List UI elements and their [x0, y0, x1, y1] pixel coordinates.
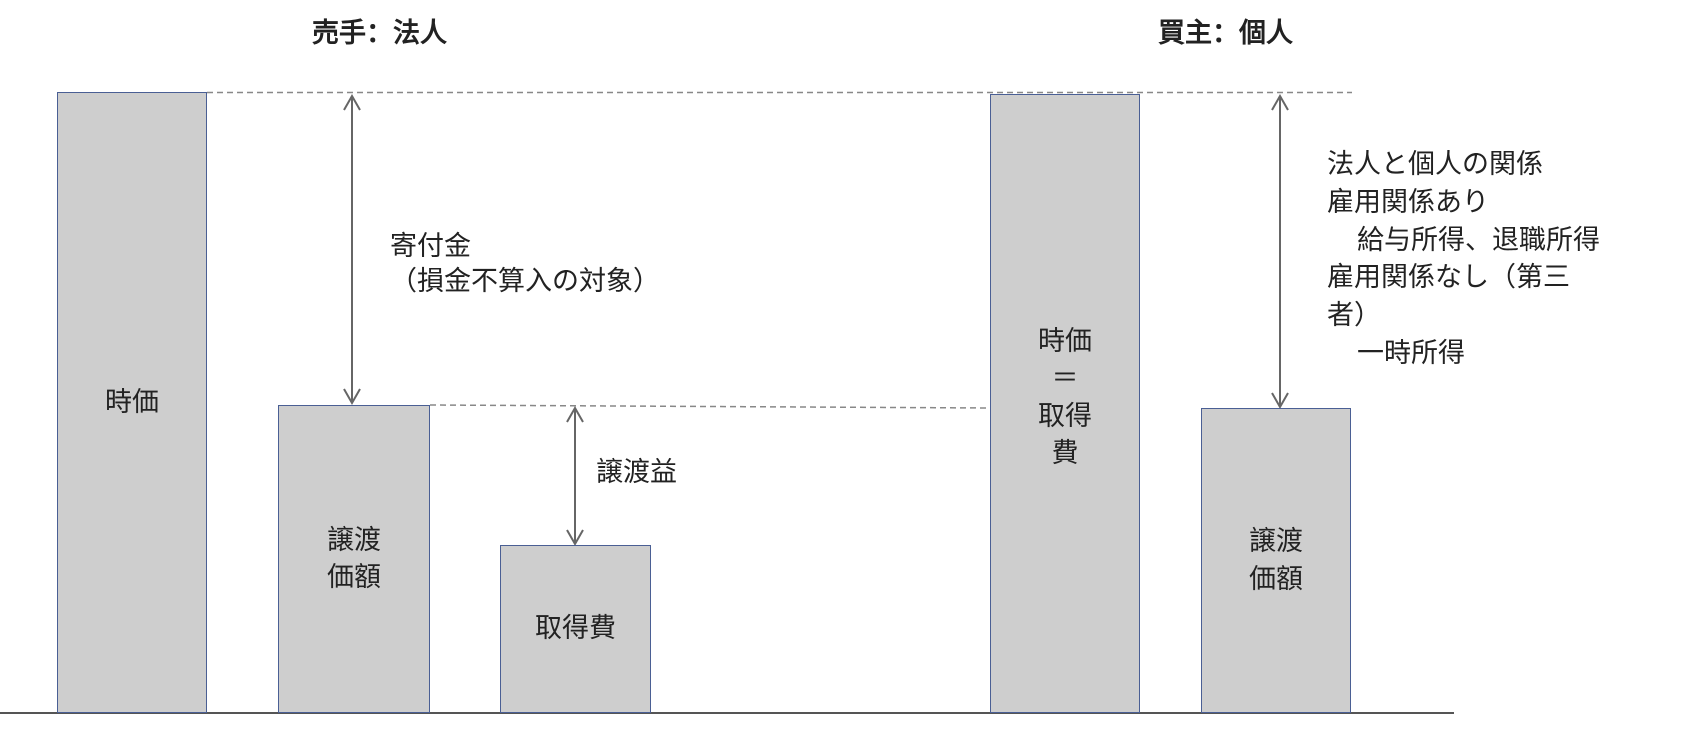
seller-transfer-price-bar: 譲渡 価額 — [278, 405, 430, 713]
relationship-notes: 法人と個人の関係 雇用関係あり 給与所得、退職所得 雇用関係なし（第三 者） 一… — [1327, 146, 1600, 373]
transfer-gain-arrow — [566, 405, 584, 547]
relationship-notes-line4: 雇用関係なし（第三 — [1327, 262, 1570, 294]
donation-label-line1: 寄付金 — [390, 231, 471, 262]
donation-arrow — [343, 93, 361, 406]
seller-acquisition-cost-bar: 取得費 — [500, 545, 651, 713]
transfer-gain-label: 譲渡益 — [596, 457, 677, 488]
seller-heading: 売手：法人 — [312, 18, 447, 49]
buyer-market-value-label: 時価 ＝ 取得 費 — [1038, 326, 1092, 469]
buyer-heading: 買主：個人 — [1158, 18, 1293, 49]
relationship-notes-line5: 者） — [1327, 300, 1381, 332]
seller-transfer-price-label: 譲渡 価額 — [327, 524, 381, 593]
buyer-market-value-bar: 時価 ＝ 取得 費 — [990, 94, 1140, 713]
relationship-notes-line6: 一時所得 — [1357, 337, 1465, 369]
seller-acquisition-cost-label: 取得費 — [535, 613, 616, 645]
middle-guide-line — [429, 404, 991, 409]
relationship-notes-line3: 給与所得、退職所得 — [1357, 224, 1600, 256]
buyer-transfer-price-label: 譲渡 価額 — [1249, 526, 1303, 595]
buyer-transfer-price-bar: 譲渡 価額 — [1201, 408, 1351, 713]
seller-market-value-label: 時価 — [105, 386, 159, 418]
donation-label: 寄付金 （損金不算入の対象） — [390, 229, 660, 299]
relationship-notes-line2: 雇用関係あり — [1327, 186, 1489, 218]
seller-market-value-bar: 時価 — [57, 92, 207, 713]
buyer-difference-arrow — [1271, 93, 1289, 410]
relationship-notes-line1: 法人と個人の関係 — [1327, 149, 1543, 180]
donation-label-line2: （損金不算入の対象） — [390, 266, 660, 298]
